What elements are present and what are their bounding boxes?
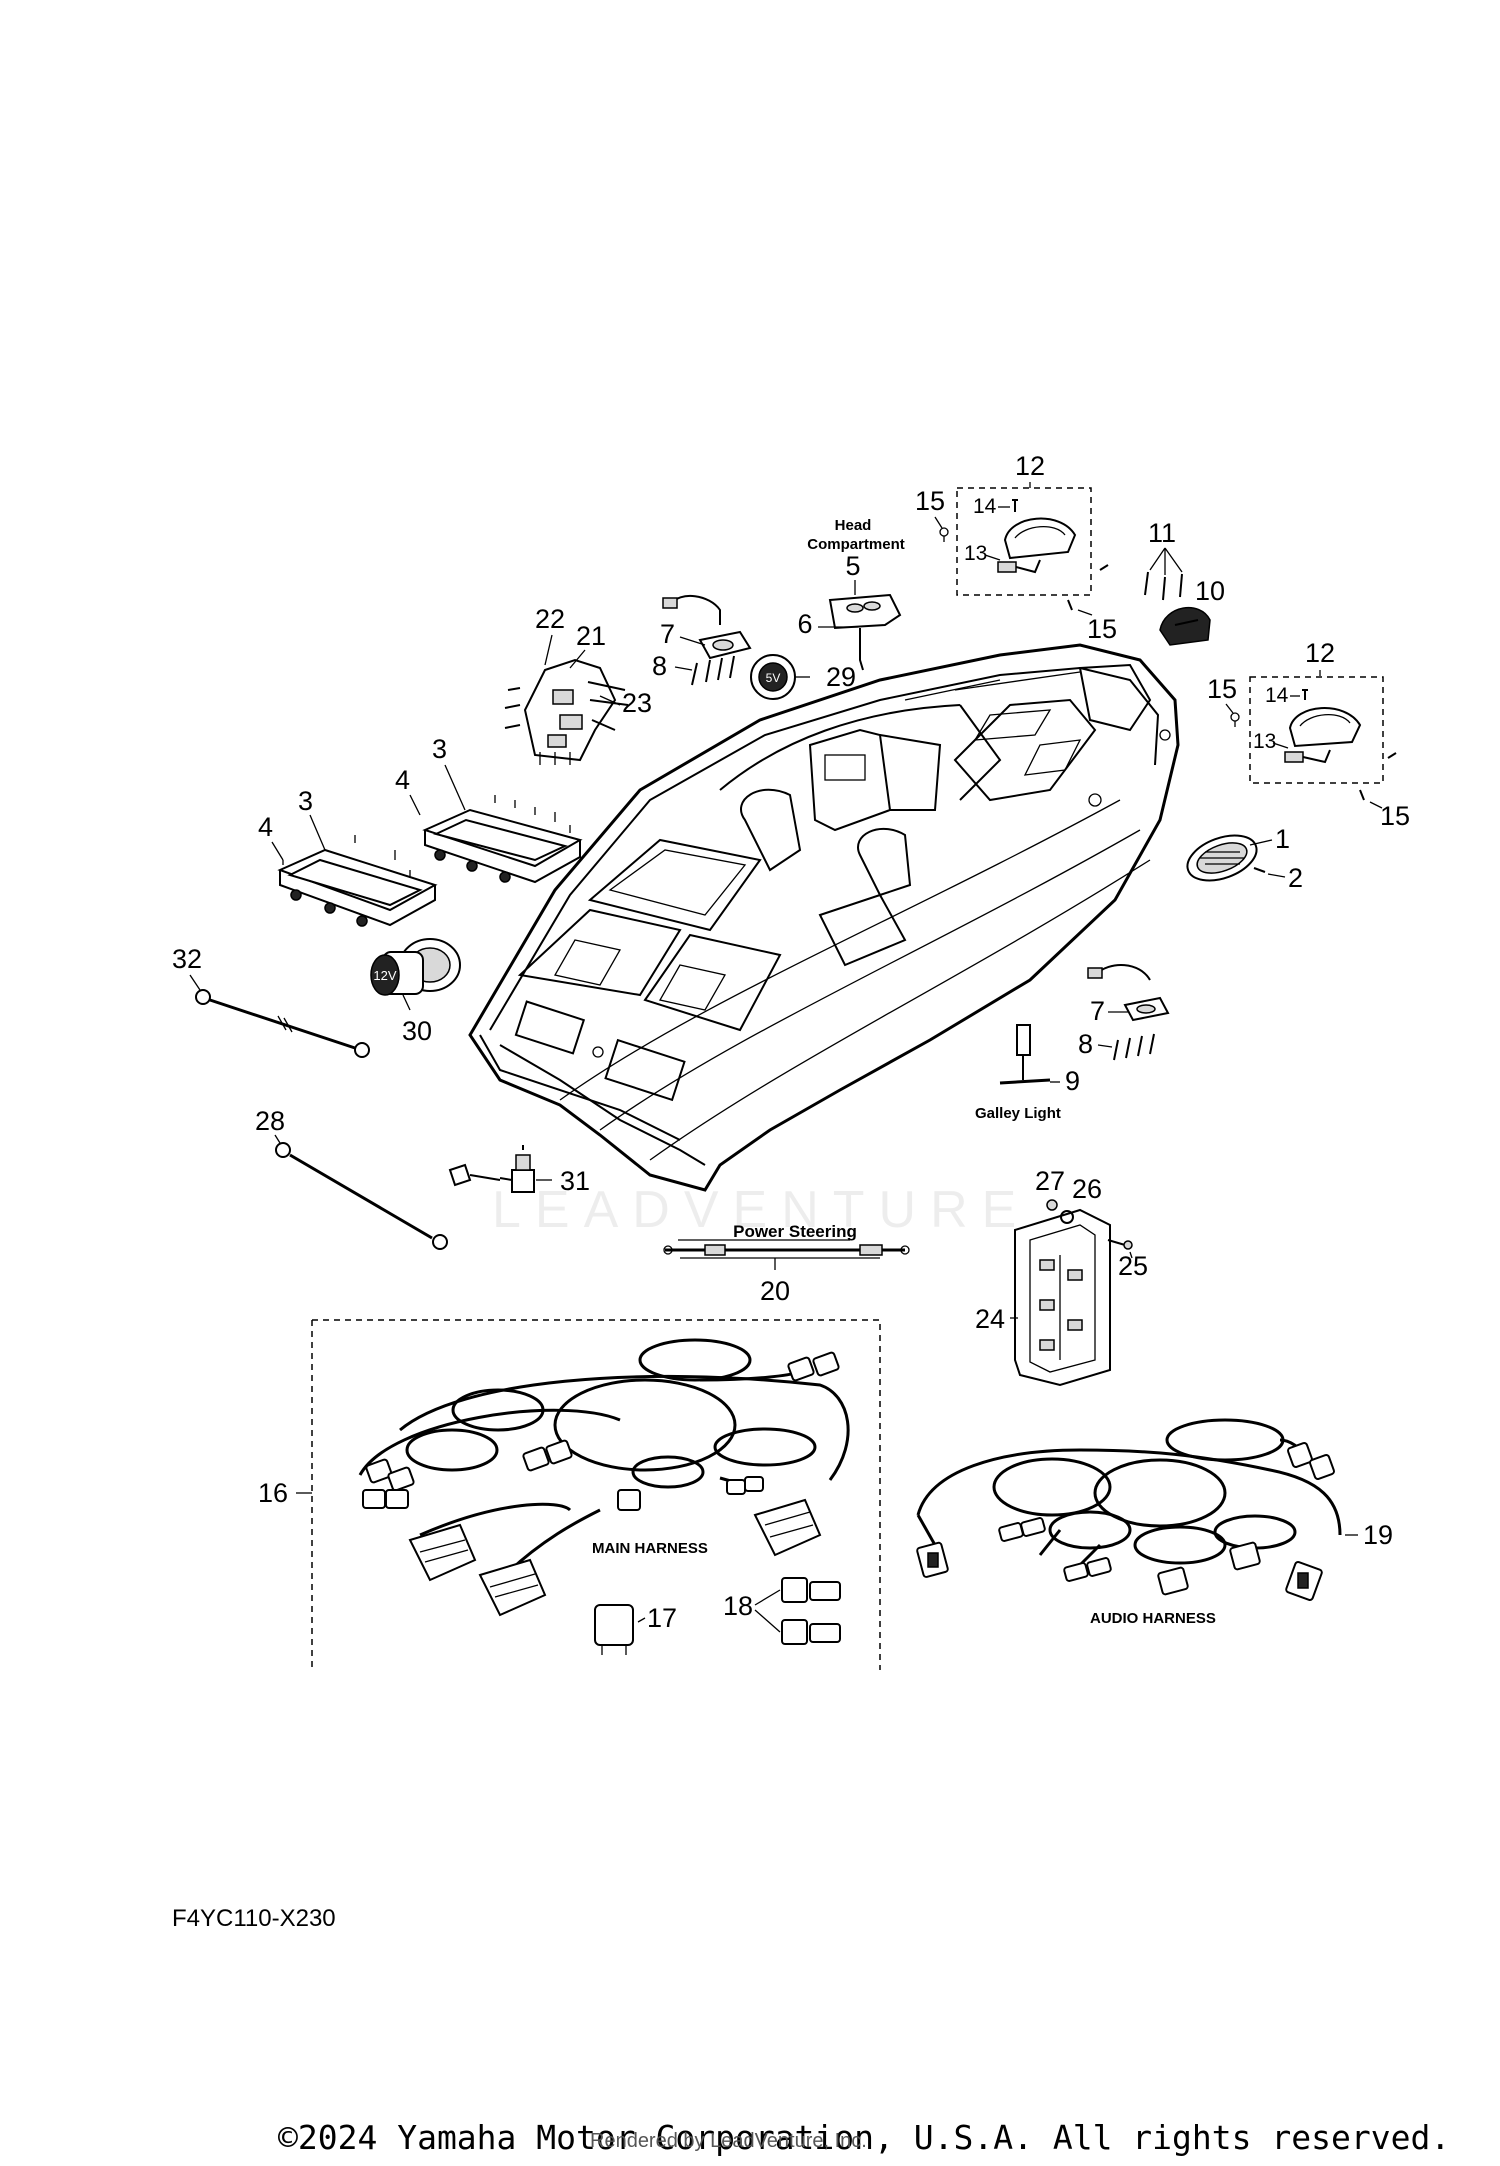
speaker: 1 2 [1186,824,1303,893]
switch-panel: 22 21 23 [504,604,652,765]
callout-c15d: 15 [1380,801,1410,831]
battery-tray-rear: 3 4 [258,786,438,927]
callout-c12a: 12 [1015,451,1045,481]
callout-c3a: 3 [298,786,313,816]
callout-c14a: 14 [973,495,997,518]
callout-c26: 26 [1072,1174,1102,1204]
battery-cable-lower: 28 [255,1106,448,1250]
callout-c15a: 15 [915,486,945,516]
label-socket-12v: 12V [373,968,396,983]
watermark: LEADVENTURE [492,1181,1031,1239]
horn-cover: 11 10 [1144,518,1225,646]
callout-c24: 24 [975,1304,1005,1334]
galley-light: 9 Galley Light [975,1024,1080,1122]
label-socket-5v: 5V [766,671,781,685]
callout-c7b: 7 [1090,996,1105,1026]
callout-c13a: 13 [964,542,987,565]
callout-c32: 32 [172,944,202,974]
rendered-by-notice: Rendered by LeadVenture, Inc. [590,2130,867,2152]
callout-c15b: 15 [1087,614,1117,644]
callout-c23: 23 [622,688,652,718]
copyright-notice: ©2024 Yamaha Motor Corporation, U.S.A. A… [278,2118,1451,2157]
callout-c13b: 13 [1253,730,1276,753]
dome-light-upper: 12 14 13 15 15 [915,451,1117,644]
label-head-compartment-line2: Compartment [807,536,905,553]
callout-c17: 17 [647,1603,677,1633]
boat-hull [468,643,1180,1192]
head-compartment-light: Head Compartment 5 6 [797,517,905,671]
callout-c20: 20 [760,1276,790,1306]
callout-c7a: 7 [660,619,675,649]
callout-c4a: 4 [258,812,273,842]
power-socket-12v: 12V 30 [370,938,461,1046]
battery-tray-front: 3 4 [395,734,583,884]
label-audio-harness: AUDIO HARNESS [1090,1610,1216,1627]
callout-c30: 30 [402,1016,432,1046]
battery-cable-upper: 32 [172,944,370,1058]
callout-c19: 19 [1363,1520,1393,1550]
callout-c28: 28 [255,1106,285,1136]
diagram-code: F4YC110-X230 [172,1905,336,1932]
callout-c18: 18 [723,1591,753,1621]
callout-c27: 27 [1035,1166,1065,1196]
callout-c16: 16 [258,1478,288,1508]
label-galley-light: Galley Light [975,1105,1061,1122]
callout-c8a: 8 [652,651,667,681]
main-harness: 16 [258,1319,881,1670]
callout-c25: 25 [1118,1251,1148,1281]
callout-c8b: 8 [1078,1029,1093,1059]
callout-c21: 21 [576,621,606,651]
courtesy-light-lower: 7 8 [1078,963,1170,1061]
usb-socket-5v: 5V 29 [750,654,856,700]
callout-c1: 1 [1275,824,1290,854]
callout-c5: 5 [845,551,860,581]
label-power-steering: Power Steering [733,1222,857,1241]
callout-c29: 29 [826,662,856,692]
callout-c12b: 12 [1305,638,1335,668]
dome-light-right: 12 14 13 15 15 [1207,638,1410,831]
callout-c6: 6 [797,609,812,639]
sensor-fitting: 31 [448,1145,590,1196]
callout-c10: 10 [1195,576,1225,606]
callout-c31: 31 [560,1166,590,1196]
label-main-harness: MAIN HARNESS [592,1540,708,1557]
callout-c11: 11 [1148,518,1176,548]
callout-c2: 2 [1288,863,1303,893]
callout-c4b: 4 [395,765,410,795]
courtesy-light-upper: 7 8 [652,594,752,686]
callout-c14b: 14 [1265,684,1289,707]
callout-c15c: 15 [1207,674,1237,704]
connector [362,1351,840,1511]
power-steering-harness: Power Steering 20 [663,1222,910,1306]
callout-c22: 22 [535,604,565,634]
label-head-compartment-line1: Head [835,517,872,534]
control-unit-box: 24 27 26 25 [975,1166,1148,1387]
callout-c9: 9 [1065,1066,1080,1096]
audio-harness: AUDIO HARNESS 19 [916,1418,1393,1627]
callout-c3b: 3 [432,734,447,764]
